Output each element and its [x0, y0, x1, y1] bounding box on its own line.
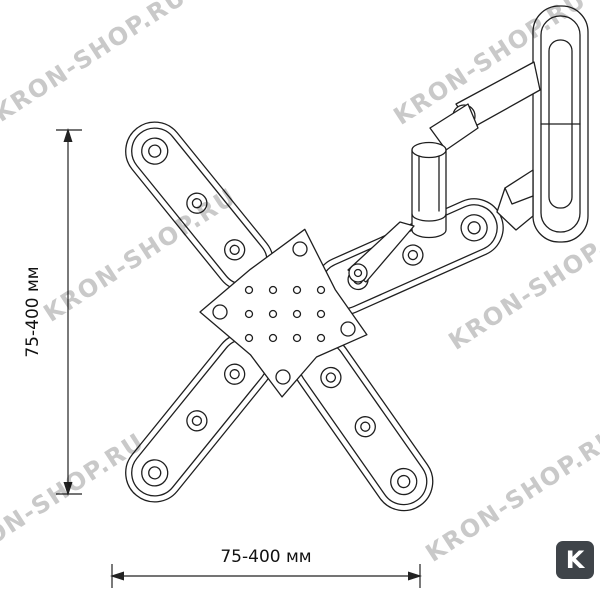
mount-arm-assembly: [347, 5, 589, 283]
dimension-horizontal: 75-400 мм: [110, 547, 422, 588]
articulating-arm: [429, 61, 541, 151]
wall-plate: [532, 5, 589, 243]
vesa-center-plate: [199, 228, 368, 398]
kron-logo-letter: K: [565, 546, 585, 574]
pivot-bracket: [347, 221, 415, 283]
wall-bracket-hook: [496, 169, 534, 231]
vesa-arm-upper-left: [125, 121, 274, 292]
vesa-arm-lower-right: [292, 335, 434, 512]
kron-logo-badge: K: [556, 541, 594, 579]
dimension-horizontal-label: 75-400 мм: [220, 547, 311, 567]
dimension-vertical-label: 75-400 мм: [23, 266, 43, 357]
tilt-cylinder: [411, 141, 447, 239]
dimension-vertical: 75-400 мм: [23, 128, 82, 496]
